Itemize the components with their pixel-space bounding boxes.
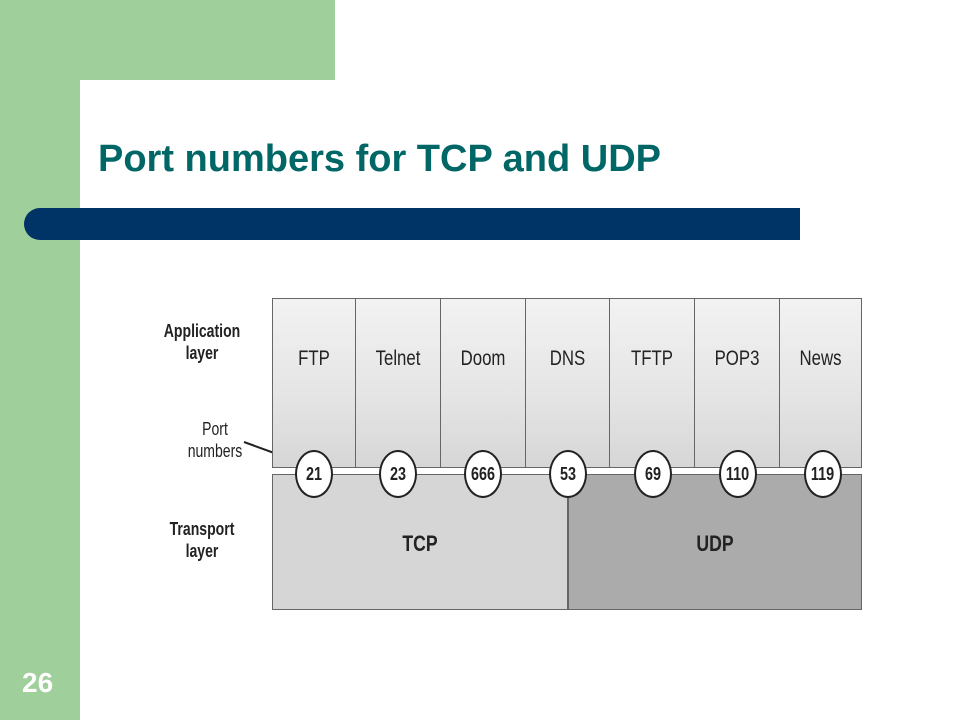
slide-title: Port numbers for TCP and UDP	[98, 138, 662, 180]
app-name: POP3	[714, 347, 760, 370]
port-circle-pop3: 110	[719, 450, 757, 498]
app-name: DNS	[549, 347, 586, 370]
app-name: TFTP	[631, 347, 673, 370]
page-number: 26	[22, 667, 54, 698]
port-circle-news: 119	[804, 450, 842, 498]
tcp-box: TCP	[272, 474, 568, 610]
tcp-label: TCP	[402, 531, 438, 556]
application-layer-label-line1: Application	[163, 321, 241, 341]
transport-layer-label-line2: layer	[185, 541, 219, 561]
port-circle-telnet: 23	[379, 450, 417, 498]
transport-layer-label-line1: Transport	[169, 519, 235, 539]
top-panel	[0, 0, 335, 80]
port-number: 21	[305, 463, 323, 484]
port-numbers-label: Port numbers	[180, 418, 250, 462]
udp-box: UDP	[568, 474, 862, 610]
app-column-pop3: POP3	[694, 298, 780, 468]
port-number: 69	[644, 463, 662, 484]
port-circle-doom: 666	[464, 450, 502, 498]
app-name: FTP	[298, 347, 330, 370]
port-circle-ftp: 21	[295, 450, 333, 498]
app-column-ftp: FTP	[272, 298, 356, 468]
port-numbers-label-line2: numbers	[187, 441, 243, 461]
port-diagram: Application layer Port numbers Transport…	[150, 290, 870, 620]
app-name: News	[799, 347, 842, 370]
side-panel	[0, 0, 80, 720]
application-layer-label: Application layer	[161, 320, 242, 364]
app-name: Telnet	[375, 347, 421, 370]
application-layer-label-line2: layer	[185, 343, 219, 363]
udp-label: UDP	[696, 531, 734, 556]
app-column-telnet: Telnet	[355, 298, 441, 468]
port-number: 23	[389, 463, 407, 484]
port-circle-tftp: 69	[634, 450, 672, 498]
port-numbers-label-line1: Port	[202, 419, 228, 439]
port-number: 110	[726, 463, 750, 484]
app-column-doom: Doom	[440, 298, 526, 468]
transport-layer-label: Transport layer	[161, 518, 242, 562]
app-column-news: News	[779, 298, 862, 468]
app-column-tftp: TFTP	[609, 298, 695, 468]
title-underline-bar	[24, 208, 800, 240]
port-number: 53	[559, 463, 577, 484]
port-number: 119	[811, 463, 835, 484]
app-column-dns: DNS	[525, 298, 610, 468]
app-name: Doom	[460, 347, 506, 370]
port-number: 666	[470, 463, 496, 484]
port-circle-dns: 53	[549, 450, 587, 498]
